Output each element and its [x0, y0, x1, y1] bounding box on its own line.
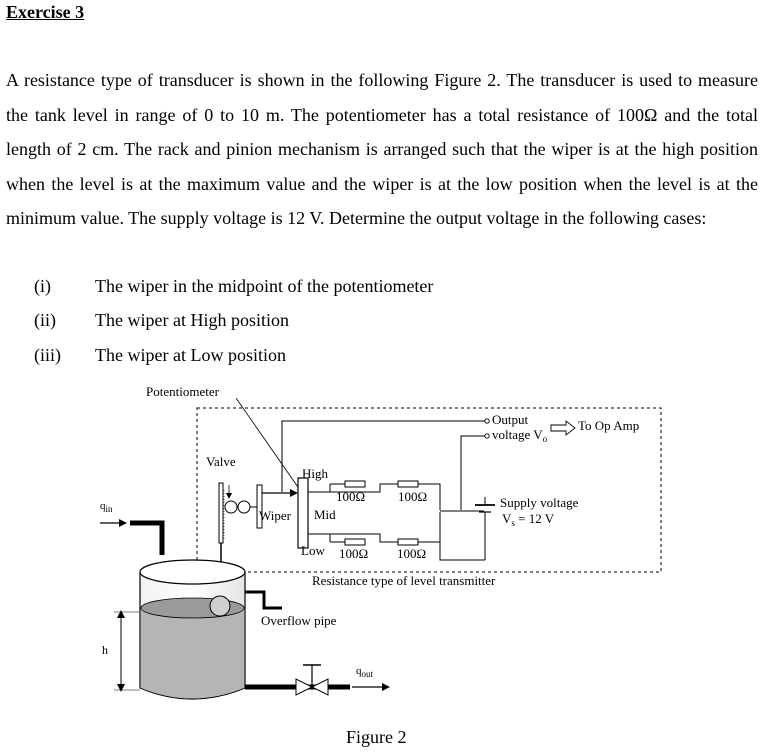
label-low: Low [301, 543, 325, 558]
figure-caption: Figure 2 [346, 727, 407, 747]
label-output-line2: voltage Vo [492, 427, 547, 444]
resistor-bottom-left [344, 538, 366, 546]
label-transmitter: Resistance type of level transmitter [312, 573, 496, 588]
qout-subscript: out [361, 669, 374, 679]
float-ball [209, 595, 231, 617]
label-qin: qin [100, 500, 113, 514]
wiper-slider [256, 484, 263, 529]
rack-bar [218, 482, 224, 544]
label-high: High [302, 466, 328, 481]
label-mid: Mid [314, 507, 336, 522]
label-valve: Valve [206, 454, 236, 469]
label-h: h [102, 643, 108, 657]
supply-voltage-symbol: V [502, 511, 512, 526]
output-terminal-2 [484, 433, 490, 439]
resistor-top-left [344, 480, 366, 488]
output-terminal-1 [484, 418, 490, 424]
pinion-gear-2 [237, 500, 251, 514]
case-number: (iii) [34, 345, 61, 365]
overflow-pipe [245, 590, 282, 610]
qin-symbol: q [100, 500, 106, 512]
supply-voltage-value: = 12 V [514, 511, 555, 526]
label-resistor-top-left: 100Ω [336, 489, 366, 504]
potentiometer-bar [297, 477, 309, 549]
tank-liquid [141, 608, 244, 699]
qin-subscript: in [105, 504, 113, 514]
label-overflow-pipe: Overflow pipe [261, 613, 337, 628]
to-op-amp-arrow [550, 420, 576, 436]
problem-paragraph: A resistance type of transducer is shown… [6, 70, 758, 229]
label-output-line1: Output [492, 412, 529, 427]
resistor-bottom-right [397, 538, 419, 546]
output-wire [281, 420, 485, 492]
potentiometer-leader [235, 397, 301, 491]
case-text: The wiper in the midpoint of the potenti… [95, 276, 434, 296]
output-return-wire [460, 435, 485, 510]
output-voltage-subscript: o [542, 434, 548, 444]
qout-symbol: q [356, 665, 362, 677]
label-wiper: Wiper [259, 508, 291, 523]
case-number: (i) [34, 276, 51, 296]
network-top-wire [308, 483, 441, 510]
label-supply-line1: Supply voltage [500, 495, 579, 510]
inlet-pipe [130, 520, 165, 555]
wiper-arrowhead [290, 489, 298, 497]
supply-voltage-subscript: s [511, 518, 515, 528]
label-resistor-bottom-right: 100Ω [397, 546, 427, 561]
exercise-heading: Exercise 3 [6, 2, 85, 22]
resistor-top-right [397, 480, 419, 488]
label-resistor-top-right: 100Ω [398, 489, 428, 504]
label-supply-line2: Vs = 12 V [502, 511, 554, 528]
pinion-gear-1 [224, 500, 238, 514]
case-text: The wiper at Low position [95, 345, 286, 365]
outlet-valve [295, 678, 314, 696]
output-voltage-text: voltage V [492, 427, 543, 442]
case-text: The wiper at High position [95, 310, 289, 330]
label-qout: qout [356, 665, 373, 679]
label-to-op-amp: To Op Amp [578, 418, 640, 433]
transmitter-boundary [196, 407, 662, 573]
label-potentiometer: Potentiometer [146, 384, 219, 399]
case-number: (ii) [34, 310, 56, 330]
tank-top [139, 559, 246, 585]
network-bottom-wire [308, 512, 441, 543]
label-resistor-bottom-left: 100Ω [339, 546, 369, 561]
